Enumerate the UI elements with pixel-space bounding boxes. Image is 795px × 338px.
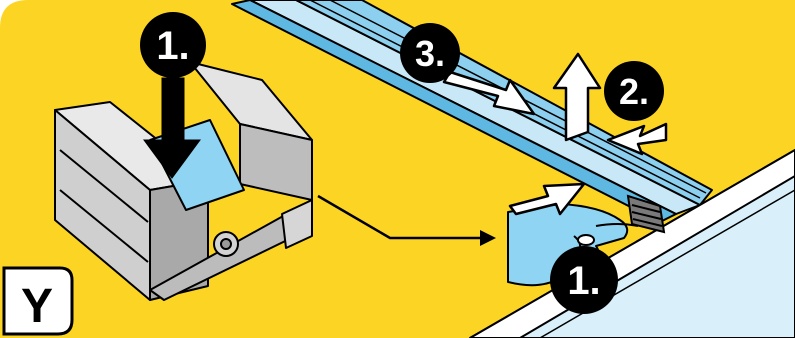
- step-badge-hand-press: 1.: [550, 246, 618, 314]
- step-label-clip-press: 1.: [156, 24, 189, 68]
- panel-badge-label: Y: [21, 280, 53, 333]
- clip-screw-head: [221, 239, 231, 249]
- hand-nail: [578, 235, 594, 245]
- step-label-slide: 3.: [415, 33, 445, 74]
- step-badge-slide: 3.: [400, 23, 460, 83]
- step-label-lift: 2.: [619, 71, 649, 112]
- step-badge-lift: 2.: [604, 61, 664, 121]
- step-badge-clip-press: 1.: [140, 12, 206, 78]
- step-label-hand-press: 1.: [567, 259, 600, 303]
- panel-badge: Y: [4, 268, 72, 334]
